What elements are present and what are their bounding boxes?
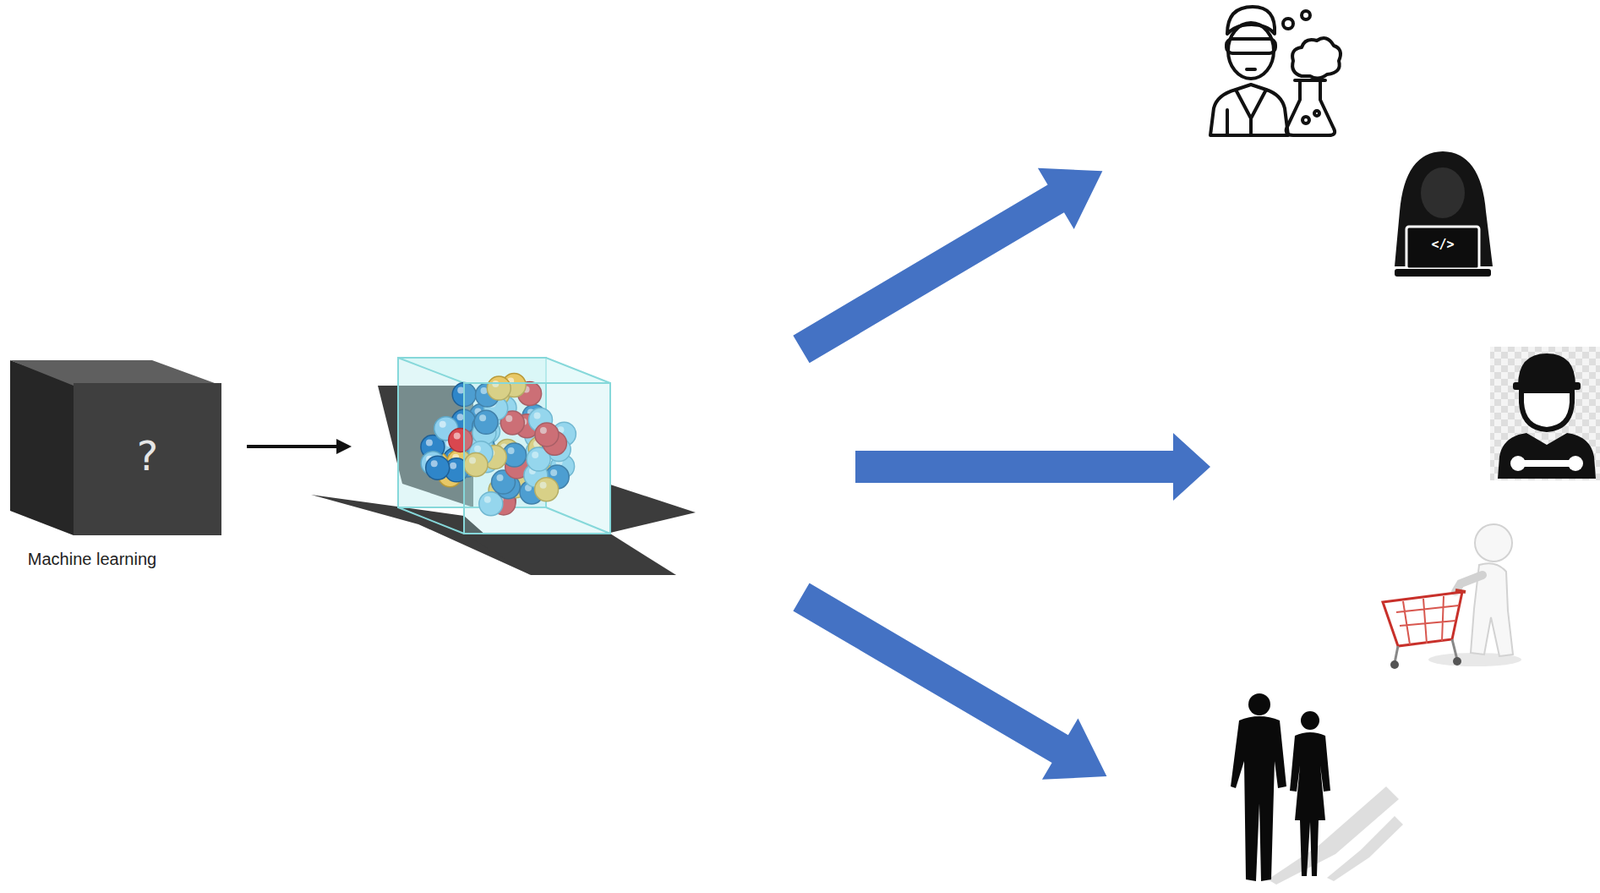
cube-front-face — [464, 382, 611, 534]
hacker-icon — [1394, 151, 1493, 277]
cart-basket — [1382, 591, 1463, 646]
box-caption: Machine learning — [0, 548, 219, 569]
black-box: ?Machine learning — [73, 382, 222, 536]
cart-wheel — [1452, 656, 1462, 666]
wrench-handle — [1521, 459, 1573, 467]
arrow-head — [336, 438, 352, 454]
ball-highlight — [439, 420, 447, 428]
man-head — [1248, 693, 1271, 716]
smoke-bubble — [1283, 18, 1294, 29]
business-people-icon — [1230, 693, 1404, 885]
wrench-head — [1510, 455, 1526, 471]
box-top-face — [10, 360, 222, 386]
box-flap — [610, 484, 696, 533]
code-symbol: </> — [1406, 236, 1480, 252]
mechanic-icon — [1490, 346, 1600, 481]
ball-highlight — [457, 413, 465, 421]
shopper-arm — [1455, 574, 1483, 592]
shopper-head — [1474, 524, 1513, 562]
flask-bubble — [1314, 110, 1320, 116]
ball-highlight — [425, 439, 433, 447]
cube-edge — [546, 507, 611, 534]
scientist-body — [1210, 84, 1289, 136]
scientist-head — [1228, 22, 1274, 79]
hacker-face — [1420, 167, 1465, 219]
man-silhouette — [1230, 715, 1287, 881]
ball — [425, 455, 450, 480]
blue-arrow-up — [783, 140, 1121, 380]
mechanic-face — [1521, 390, 1573, 430]
mechanic-background — [1490, 346, 1600, 481]
shopper-icon — [1382, 524, 1522, 669]
glass-cube-front — [398, 382, 611, 534]
blue-arrow-shape — [783, 140, 1121, 380]
mechanic-body — [1497, 432, 1596, 479]
wrench-head — [1567, 455, 1584, 471]
black-arrow — [246, 438, 352, 454]
flask — [1286, 80, 1335, 136]
cart-grid — [1396, 595, 1459, 645]
cart-wheel — [1390, 660, 1399, 669]
scientist-mouth — [1246, 67, 1256, 71]
arrow-shaft — [246, 444, 340, 448]
smoke-bubble — [1301, 10, 1311, 20]
ball-highlight — [431, 459, 438, 467]
cart-legs — [1394, 638, 1458, 663]
scientist-goggles — [1226, 38, 1276, 54]
woman-silhouette — [1289, 731, 1331, 876]
laptop-base — [1394, 268, 1491, 277]
cube-edge — [398, 507, 465, 534]
black-box-faces — [10, 360, 222, 536]
woman-head — [1300, 710, 1320, 730]
blue-arrow-shape — [783, 566, 1125, 807]
box-left-face — [10, 360, 74, 536]
people-shadow — [1326, 815, 1404, 881]
scientist-coat — [1227, 89, 1267, 136]
blue-arrow-middle — [855, 432, 1211, 501]
box-symbol: ? — [73, 431, 222, 481]
laptop-screen — [1406, 226, 1480, 269]
blue-arrow-down — [783, 566, 1125, 807]
smoke-cloud — [1292, 38, 1341, 78]
ball-highlight — [453, 431, 461, 439]
ball-highlight — [449, 462, 457, 470]
scientist-icon — [1210, 6, 1341, 136]
box-flap — [464, 533, 677, 575]
mechanic-cap — [1518, 353, 1576, 386]
flask-bubble — [1302, 116, 1310, 124]
blue-arrow-shape — [855, 432, 1211, 501]
